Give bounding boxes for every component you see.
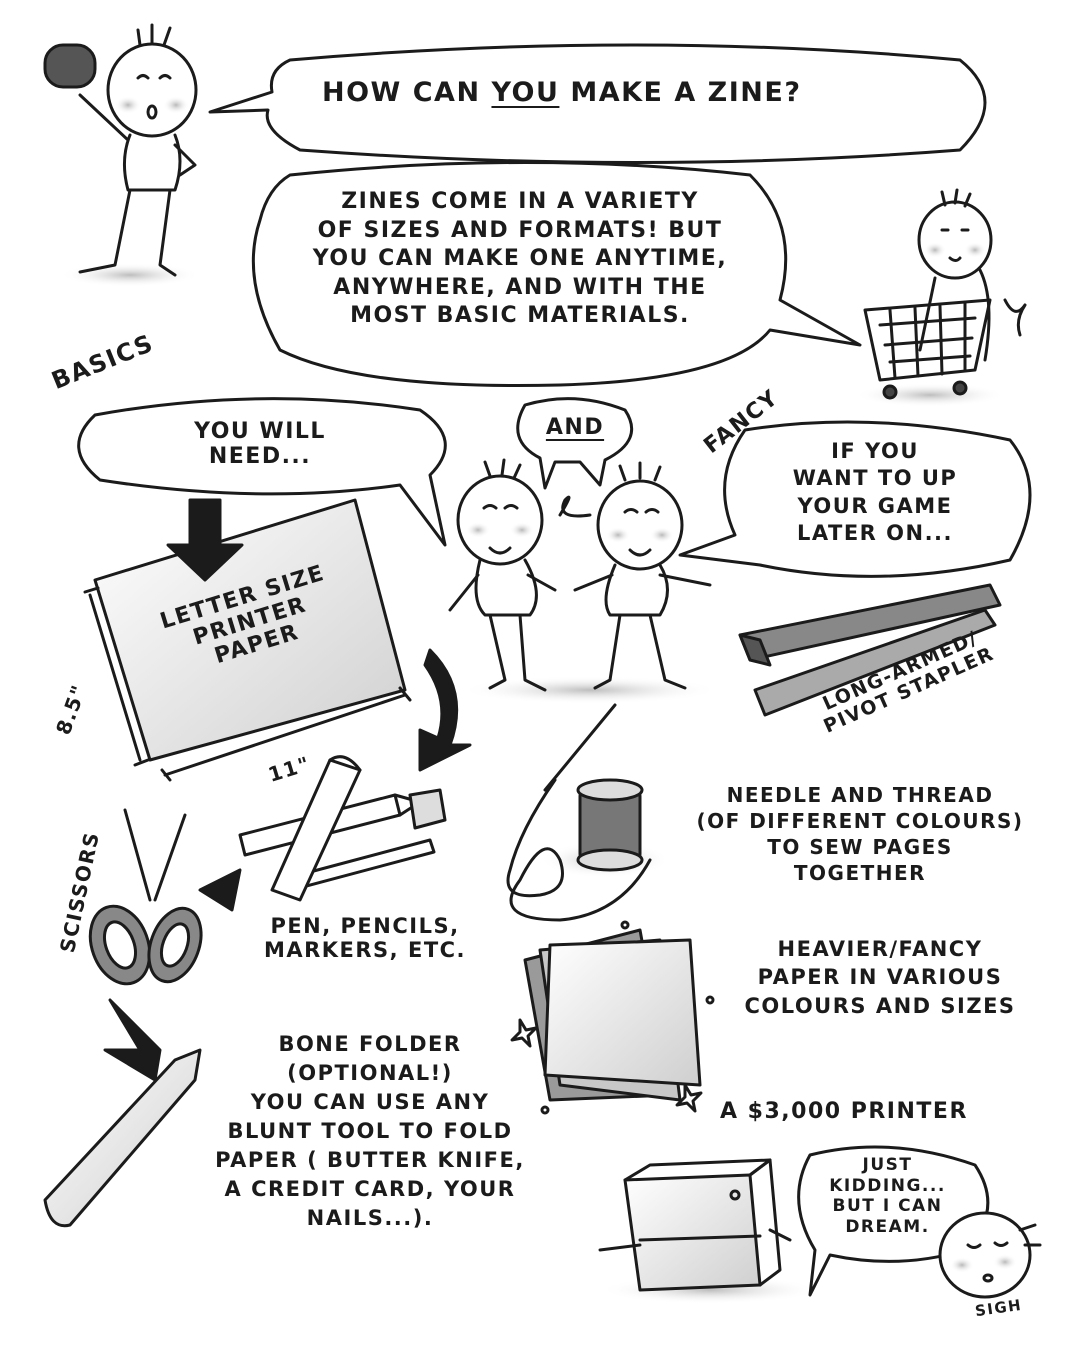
need-bubble [77, 397, 447, 547]
and-bubble [516, 397, 634, 518]
intro-text: ZINES COME IN A VARIETY OF SIZES AND FOR… [270, 188, 770, 331]
stapler [738, 583, 1002, 717]
question-after: MAKE A ZINE? [570, 77, 802, 108]
intro-line-2: OF SIZES AND FORMATS! BUT [317, 217, 723, 243]
question-emphasis: YOU [491, 77, 560, 108]
bone-folder-text: BONE FOLDER (OPTIONAL!) YOU CAN USE ANY … [180, 1030, 560, 1233]
intro-line-1: ZINES COME IN A VARIETY [341, 189, 699, 214]
intro-bubble [251, 161, 862, 388]
pointing-character [43, 23, 200, 287]
needle-line-2: (OF DIFFERENT COLOURS) [696, 809, 1024, 833]
curved-arrow [418, 648, 472, 772]
fancy-line-2: WANT TO UP [792, 466, 958, 491]
pens-line-2: MARKERS, ETC. [263, 937, 467, 962]
needle-line-1: NEEDLE AND THREAD [726, 783, 994, 807]
shopping-cart-character [855, 188, 1027, 407]
printer-label: A $3,000 PRINTER [720, 1099, 968, 1124]
pens-line-1: PEN, PENCILS, [270, 914, 460, 938]
fancy-paper-line-1: HEAVIER/FANCY [777, 937, 983, 961]
bone-line-7: NAILS...). [306, 1205, 434, 1230]
bone-line-3: YOU CAN USE ANY [250, 1089, 490, 1114]
need-line-1: YOU WILL [194, 419, 326, 444]
fancy-bubble [678, 420, 1032, 578]
dreaming-character [938, 1211, 1042, 1299]
two-characters [448, 458, 720, 704]
needle-line-3: TO SEW PAGES [767, 835, 953, 859]
kidding-text: JUST KIDDING... BUT I CAN DREAM. [815, 1155, 960, 1238]
needle-text: NEEDLE AND THREAD (OF DIFFERENT COLOURS)… [670, 782, 1050, 886]
kidding-line-3: BUT I CAN [832, 1196, 943, 1217]
fancy-paper-text: HEAVIER/FANCY PAPER IN VARIOUS COLOURS A… [715, 935, 1045, 1020]
fancy-line-3: YOUR GAME [797, 493, 953, 518]
fancy-line-4: LATER ON... [796, 520, 953, 545]
bone-line-4: BLUNT TOOL TO FOLD [227, 1118, 513, 1143]
pens-pencils [198, 755, 447, 912]
fancy-paper-stack [510, 920, 715, 1115]
fancy-paper-line-3: COLOURS AND SIZES [744, 993, 1016, 1018]
and-text: AND [545, 415, 605, 440]
pens-text: PEN, PENCILS, MARKERS, ETC. [240, 914, 490, 962]
scissors [88, 808, 203, 1082]
kidding-line-4: DREAM. [845, 1217, 930, 1238]
fancy-line-1: IF YOU [831, 439, 919, 463]
need-text: YOU WILL NEED... [130, 419, 390, 469]
bone-line-5: PAPER ( BUTTER KNIFE, [215, 1147, 525, 1172]
bone-line-2: (OPTIONAL!) [287, 1060, 453, 1085]
printer [598, 1158, 820, 1304]
paper-sheet [83, 498, 412, 782]
needle-thread-spool [506, 703, 670, 922]
fancy-paper-line-2: PAPER IN VARIOUS [757, 965, 1003, 990]
kidding-line-1: JUST [862, 1155, 913, 1175]
intro-line-4: ANYWHERE, AND WITH THE [333, 274, 707, 300]
intro-line-3: YOU CAN MAKE ONE ANYTIME, [312, 246, 728, 272]
intro-line-5: MOST BASIC MATERIALS. [350, 303, 690, 329]
need-line-2: NEED... [208, 443, 312, 469]
question-text: HOW CAN YOU MAKE A ZINE? [322, 77, 802, 108]
bone-folder [43, 1048, 202, 1228]
bone-line-1: BONE FOLDER [278, 1032, 462, 1056]
needle-line-4: TOGETHER [793, 861, 927, 885]
bone-line-6: A CREDIT CARD, YOUR [224, 1176, 516, 1201]
kidding-line-2: KIDDING... [829, 1175, 946, 1196]
question-before: HOW CAN [322, 77, 481, 108]
question-bubble [208, 43, 987, 164]
fancy-text: IF YOU WANT TO UP YOUR GAME LATER ON... [755, 438, 995, 547]
